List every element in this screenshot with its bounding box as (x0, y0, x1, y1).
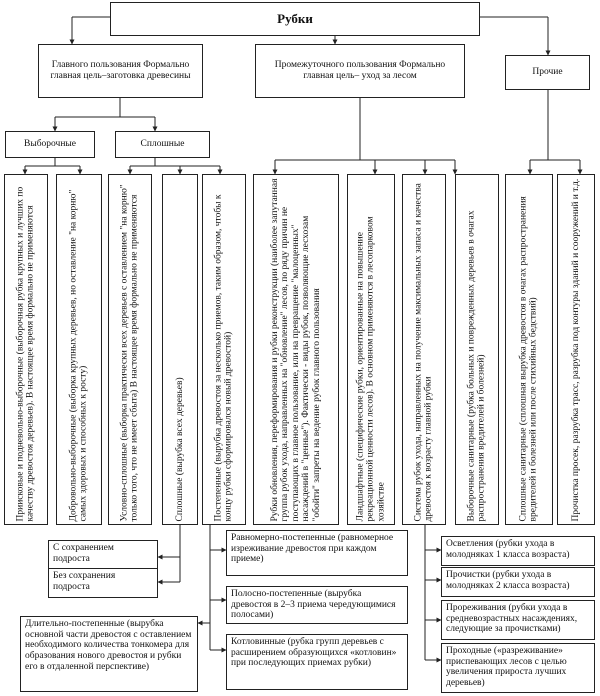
box-cleaning-young-label: Осветления (рубки ухода в молодняках 1 к… (446, 539, 570, 560)
column-landscape: Ландшафтные (специфические рубки, ориент… (347, 174, 395, 525)
box-with-undergrowth-label: С сохранением подроста (53, 543, 114, 564)
box-long-gradual: Длительно-постепенные (вырубка основной … (20, 616, 198, 692)
column-clear-all-text: Сплошные (вырубка всех деревьев) (174, 376, 185, 521)
column-clearings: Прочистка просек, разрубка трасс, разруб… (557, 174, 595, 525)
node-clear: Сплошные (115, 131, 210, 158)
box-without-undergrowth: Без сохранения подроста (48, 568, 158, 598)
column-clear-sanitary-text: Сплошные санитарные (сплошная вырубка др… (518, 195, 539, 521)
column-clear-all: Сплошные (вырубка всех деревьев) (162, 174, 198, 525)
node-intermediate-use-label: Промежуточного пользования Формально гла… (274, 60, 446, 81)
box-long-gradual-label: Длительно-постепенные (вырубка основной … (25, 619, 192, 672)
box-group-gradual-label: Котловинные (рубка групп деревьев с расш… (231, 637, 397, 669)
column-clear-sanitary: Сплошные санитарные (сплошная вырубка др… (505, 174, 553, 525)
column-selective-sanitary-text: Выборочные санитарные (рубка больных и п… (466, 209, 487, 521)
column-care-system: Система рубок ухода, направленных на пол… (402, 174, 446, 525)
column-conditional-clear: Условно-сплошные (выборка практически вс… (108, 174, 152, 525)
node-intermediate-use: Промежуточного пользования Формально гла… (255, 44, 465, 98)
column-voluntary-selective: Добровольно-выборочные (выборка крупных … (56, 174, 102, 525)
column-renewal-reconstruction-text: Рубки обновления, переформирования и руб… (269, 178, 322, 521)
root-node: Рубки (110, 2, 480, 36)
node-selective: Выборочные (5, 131, 95, 158)
column-prospecting-selective-text: Приисковые и подневольно-выборочные (выб… (15, 186, 36, 521)
box-uniform-gradual-label: Равномерно-постепенные (равномерное изре… (231, 533, 394, 565)
column-conditional-clear-text: Условно-сплошные (выборка практически вс… (119, 183, 140, 521)
box-thinning-young-label: Прочистки (рубки ухода в молодняках 2 кл… (446, 570, 570, 591)
column-selective-sanitary: Выборочные санитарные (рубка больных и п… (455, 174, 499, 525)
box-thinning-young: Прочистки (рубки ухода в молодняках 2 кл… (441, 567, 595, 597)
node-selective-label: Выборочные (23, 139, 77, 150)
box-group-gradual: Котловинные (рубка групп деревьев с расш… (226, 634, 408, 690)
column-renewal-reconstruction: Рубки обновления, переформирования и руб… (253, 174, 339, 525)
box-passing: Проходные («разреживание» приспевающих л… (441, 643, 595, 693)
column-landscape-text: Ландшафтные (специфические рубки, ориент… (355, 215, 387, 521)
column-gradual: Постепенные (вырубка древостоя за нескол… (202, 174, 246, 525)
box-cleaning-young: Осветления (рубки ухода в молодняках 1 к… (441, 536, 595, 566)
box-thinning-middle-label: Прореживания (рубки ухода в средневозрас… (446, 603, 578, 635)
box-thinning-middle: Прореживания (рубки ухода в средневозрас… (441, 600, 595, 640)
box-without-undergrowth-label: Без сохранения подроста (53, 571, 116, 592)
column-prospecting-selective: Приисковые и подневольно-выборочные (выб… (4, 174, 48, 525)
node-other-label: Прочие (532, 67, 563, 78)
box-passing-label: Проходные («разреживание» приспевающих л… (446, 646, 567, 688)
column-clearings-text: Прочистка просек, разрубка трасс, разруб… (570, 178, 581, 521)
node-clear-label: Сплошные (140, 139, 185, 150)
box-strip-gradual: Полосно-постепенные (вырубка древостоя в… (226, 586, 408, 624)
node-main-use: Главного пользования Формально главная ц… (38, 44, 203, 98)
node-main-use-label: Главного пользования Формально главная ц… (50, 60, 191, 81)
box-uniform-gradual: Равномерно-постепенные (равномерное изре… (226, 530, 408, 576)
column-gradual-text: Постепенные (вырубка древостоя за нескол… (213, 193, 234, 521)
column-voluntary-selective-text: Добровольно-выборочные (выборка крупных … (68, 189, 89, 521)
column-care-system-text: Система рубок ухода, направленных на пол… (413, 182, 434, 521)
root-title: Рубки (277, 10, 313, 26)
box-strip-gradual-label: Полосно-постепенные (вырубка древостоя в… (231, 589, 396, 621)
node-other: Прочие (505, 55, 590, 90)
